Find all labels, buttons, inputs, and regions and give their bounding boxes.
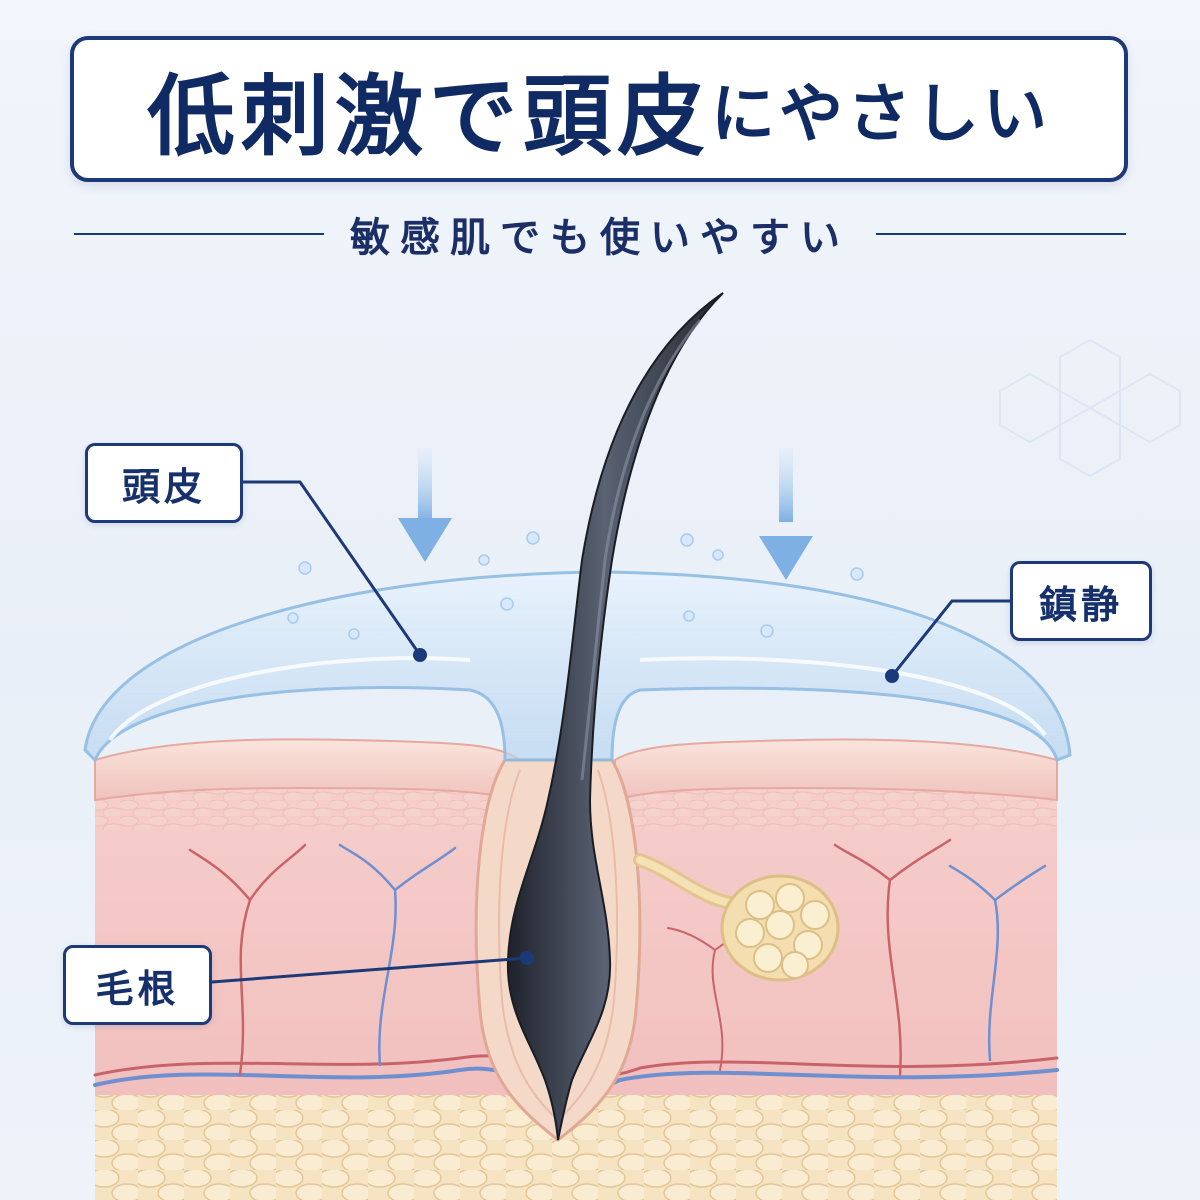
leader-lines (211, 480, 1010, 984)
water-droplets (287, 531, 864, 640)
title-box: 低刺激で 頭皮 にやさしい (70, 36, 1128, 182)
subtitle: 敏感肌でも使いやすい (350, 215, 850, 261)
subtitle-row: 敏感肌でも使いやすい (74, 206, 1126, 262)
hair-shaft (506, 292, 724, 1141)
title-part-3: にやさしい (711, 78, 1052, 152)
down-arrow-right-icon (759, 448, 813, 580)
label-scalp: 頭皮 (85, 443, 243, 523)
subtitle-rule-left (74, 233, 324, 235)
down-arrow-left-icon (398, 448, 452, 562)
background-hexagons (999, 338, 1181, 478)
title-part-1: 低刺激で (146, 64, 523, 168)
label-hair-root: 毛根 (63, 945, 212, 1025)
title-part-2: 頭皮 (523, 64, 712, 168)
subtitle-rule-right (876, 233, 1126, 235)
sebaceous-gland (633, 853, 840, 982)
label-soothing: 鎮静 (1010, 561, 1152, 641)
leader-dots (413, 648, 899, 965)
